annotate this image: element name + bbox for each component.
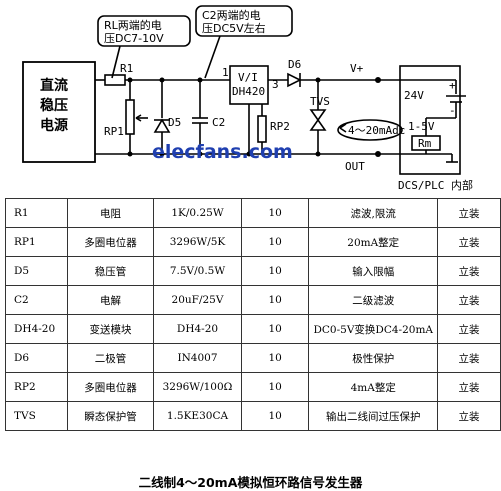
tvs-label: TVS xyxy=(310,95,330,108)
vplus-label: V+ xyxy=(350,62,364,75)
circuit-schematic: 直流 稳压 电源 RL两端的电 压DC7-10V C2两端的电 压DC5V左右 … xyxy=(22,5,473,192)
table-cell: 20mA整定 xyxy=(308,227,438,257)
table-cell: 4mA整定 xyxy=(308,372,438,402)
table-cell: 7.5V/0.5W xyxy=(153,256,242,286)
c2-label: C2 xyxy=(212,116,225,129)
plus-label: + xyxy=(449,79,456,92)
table-cell: IN4007 xyxy=(153,343,242,373)
table-cell: 二极管 xyxy=(67,343,155,373)
table-cell: 稳压管 xyxy=(67,256,155,286)
v24-label: 24V xyxy=(404,89,424,102)
pin-1-label: 1 xyxy=(222,66,229,79)
rm-label: Rm xyxy=(418,137,432,150)
table-cell: TVS xyxy=(4,401,69,431)
table-cell: 变送模块 xyxy=(67,314,155,344)
power-supply-label-1: 直流 xyxy=(40,77,68,94)
out-label: OUT xyxy=(345,160,365,173)
table-cell: 滤波,限流 xyxy=(308,198,438,228)
table-cell: 输入限幅 xyxy=(308,256,438,286)
table-cell: RP2 xyxy=(4,372,69,402)
module-label-1: V/I xyxy=(238,71,258,84)
table-cell: D6 xyxy=(4,343,69,373)
dcs-label: DCS/PLC 内部 xyxy=(398,178,473,192)
table-cell: 输出二线间过压保护 xyxy=(308,401,438,431)
table-cell: 10 xyxy=(240,343,310,373)
table-cell: 立装 xyxy=(436,401,501,431)
table-cell: 立装 xyxy=(436,256,501,286)
table-cell: 多圈电位器 xyxy=(67,227,155,257)
table-cell: 10 xyxy=(240,198,310,228)
rp2-label: RP2 xyxy=(270,120,290,133)
table-cell: 极性保护 xyxy=(308,343,438,373)
table-cell: 10 xyxy=(240,314,310,344)
table-cell: 电阻 xyxy=(67,198,155,228)
table-cell: 电解 xyxy=(67,285,155,315)
table-cell: 3296W/100Ω xyxy=(153,372,242,402)
table-cell: 10 xyxy=(240,285,310,315)
callout-c2-line2: 压DC5V左右 xyxy=(202,21,266,35)
table-cell: 10 xyxy=(240,256,310,286)
table-cell: 10 xyxy=(240,401,310,431)
table-cell: 立装 xyxy=(436,343,501,373)
d6-label: D6 xyxy=(288,58,301,71)
callout-c2-line1: C2两端的电 xyxy=(202,8,261,22)
table-cell: 3296W/5K xyxy=(153,227,242,257)
table-cell: 10 xyxy=(240,372,310,402)
table-cell: 1K/0.25W xyxy=(153,198,242,228)
rp1-label: RP1 xyxy=(104,125,124,138)
table-cell: 10 xyxy=(240,227,310,257)
minus-label: - xyxy=(449,104,456,117)
table-cell: R1 xyxy=(4,198,69,228)
table-cell: 瞬态保护管 xyxy=(67,401,155,431)
power-supply-label-3: 电源 xyxy=(40,117,68,134)
callout-rl-line2: 压DC7-10V xyxy=(104,32,164,45)
d5-label: D5 xyxy=(168,116,181,129)
table-cell: 立装 xyxy=(436,372,501,402)
diagram-caption: 二线制4～20mA模拟恒环路信号发生器 xyxy=(138,475,363,490)
current-label: 4～20mAdc xyxy=(348,124,405,137)
table-cell: 1.5KE30CA xyxy=(153,401,242,431)
table-cell: DH4-20 xyxy=(4,314,69,344)
module-label-2: DH420 xyxy=(232,85,265,98)
table-cell: 多圈电位器 xyxy=(67,372,155,402)
callout-rl-line1: RL两端的电 xyxy=(104,18,162,32)
table-cell: D5 xyxy=(4,256,69,286)
table-cell: 立装 xyxy=(436,198,501,228)
v15-label: 1-5V xyxy=(408,120,435,133)
table-cell: 立装 xyxy=(436,227,501,257)
r1-label: R1 xyxy=(120,62,133,75)
table-cell: 二级滤波 xyxy=(308,285,438,315)
table-cell: 立装 xyxy=(436,285,501,315)
table-cell: DC0-5V变换DC4-20mA xyxy=(308,314,438,344)
table-cell: RP1 xyxy=(4,227,69,257)
power-supply-label-2: 稳压 xyxy=(40,97,68,114)
pin-3-label: 3 xyxy=(272,78,279,91)
watermark: elecfans.com xyxy=(152,141,293,163)
table-cell: 20uF/25V xyxy=(153,285,242,315)
table-cell: 立装 xyxy=(436,314,501,344)
table-cell: C2 xyxy=(4,285,69,315)
table-cell: DH4-20 xyxy=(153,314,242,344)
